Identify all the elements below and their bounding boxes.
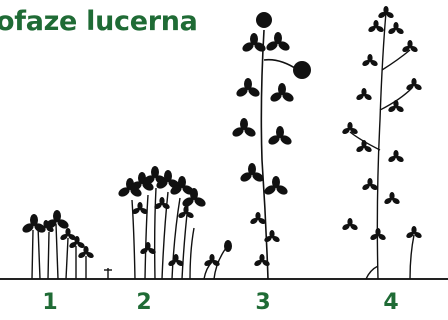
stage-label-2: 2	[129, 292, 159, 314]
young-clover-plant-icon	[117, 166, 232, 279]
flowering-alfalfa-plant-icon	[231, 12, 311, 279]
stage-label-4: 4	[376, 292, 406, 314]
stage-label-1: 1	[35, 292, 65, 314]
stage-label-3: 3	[248, 292, 278, 314]
seedling-plant-icon	[21, 210, 112, 279]
mature-alfalfa-plant-icon	[341, 6, 423, 279]
